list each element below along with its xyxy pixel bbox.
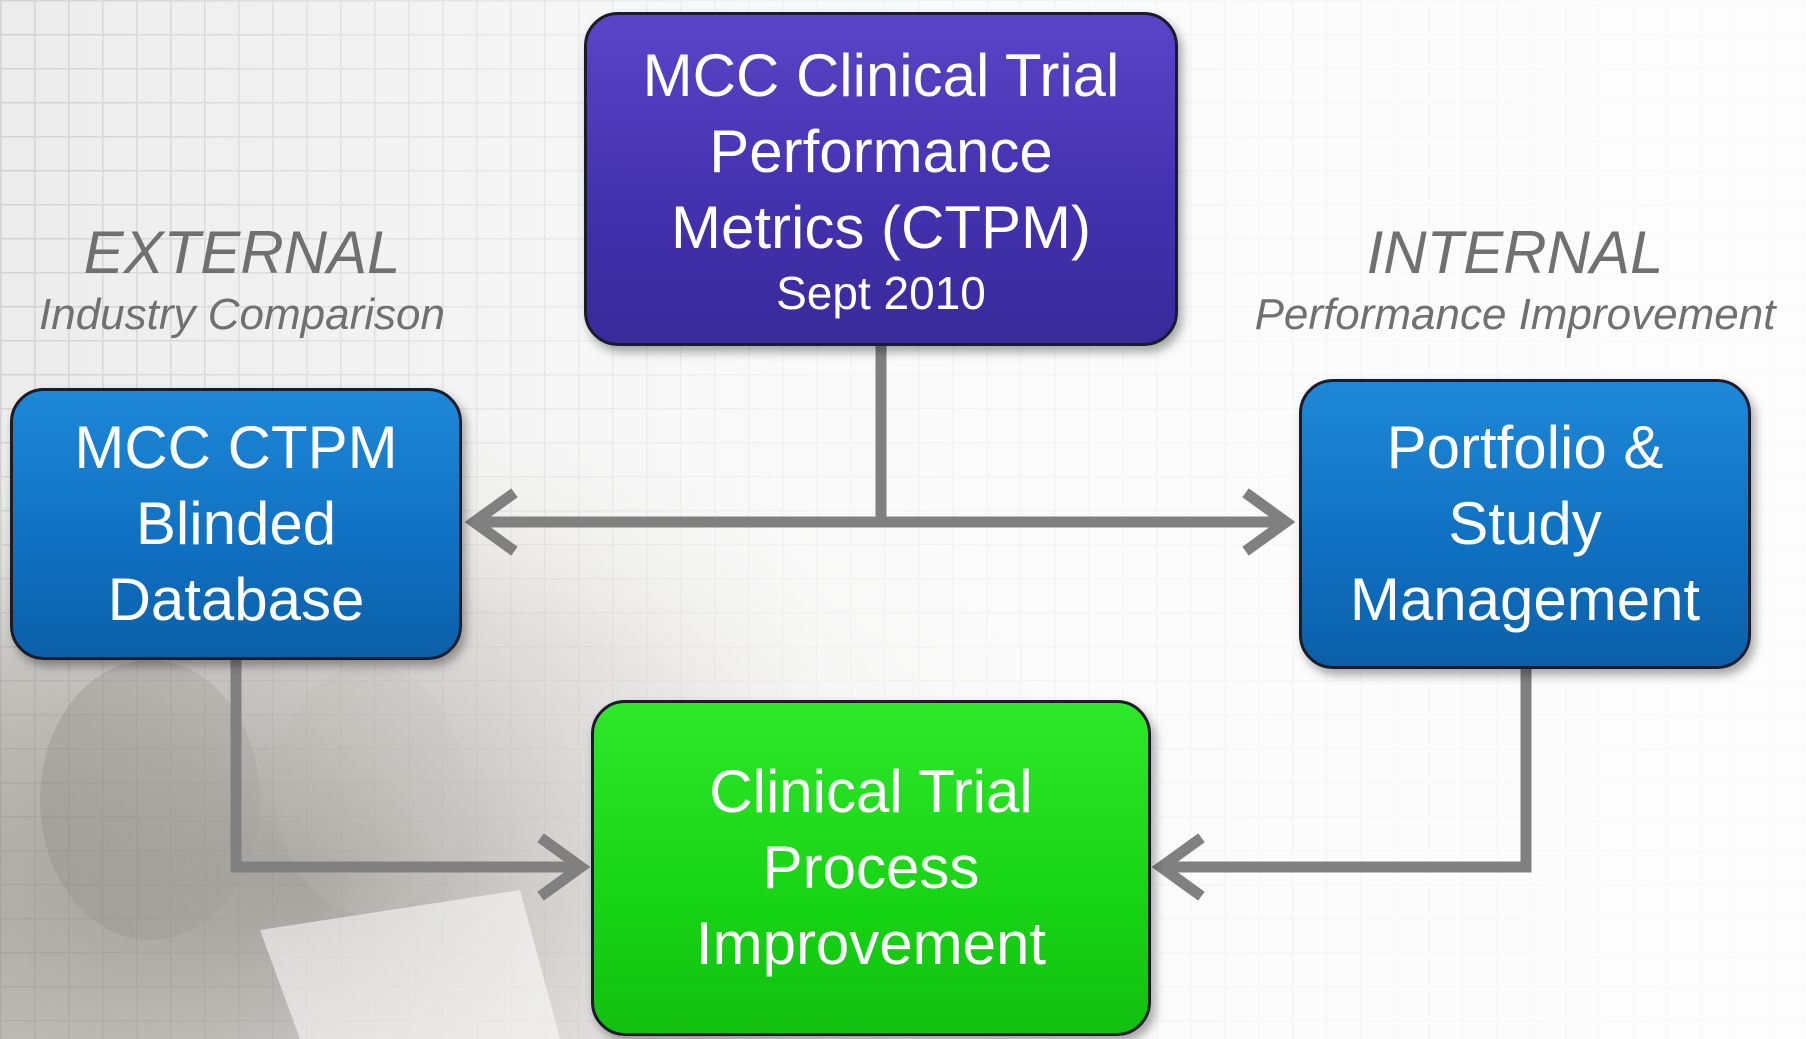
internal-subtitle: Performance Improvement [1254, 290, 1776, 339]
node-process-improvement: Clinical Trial Process Improvement [591, 700, 1151, 1036]
node-blinded-database-text: MCC CTPM Blinded Database [74, 414, 398, 633]
node-ctpm-text: MCC Clinical Trial Performance Metrics (… [642, 42, 1120, 261]
node-ctpm-date: Sept 2010 [776, 267, 986, 319]
node-process-improvement-text: Clinical Trial Process Improvement [695, 758, 1047, 977]
internal-label: INTERNAL Performance Improvement [1224, 218, 1806, 342]
external-title: EXTERNAL [83, 219, 401, 286]
external-subtitle: Industry Comparison [39, 290, 445, 339]
node-ctpm: MCC Clinical Trial Performance Metrics (… [584, 12, 1178, 346]
node-portfolio-study-management: Portfolio & Study Management [1299, 379, 1751, 669]
node-portfolio-study-management-text: Portfolio & Study Management [1349, 414, 1701, 633]
internal-title: INTERNAL [1366, 219, 1664, 286]
node-blinded-database: MCC CTPM Blinded Database [10, 388, 462, 660]
external-label: EXTERNAL Industry Comparison [0, 218, 484, 342]
